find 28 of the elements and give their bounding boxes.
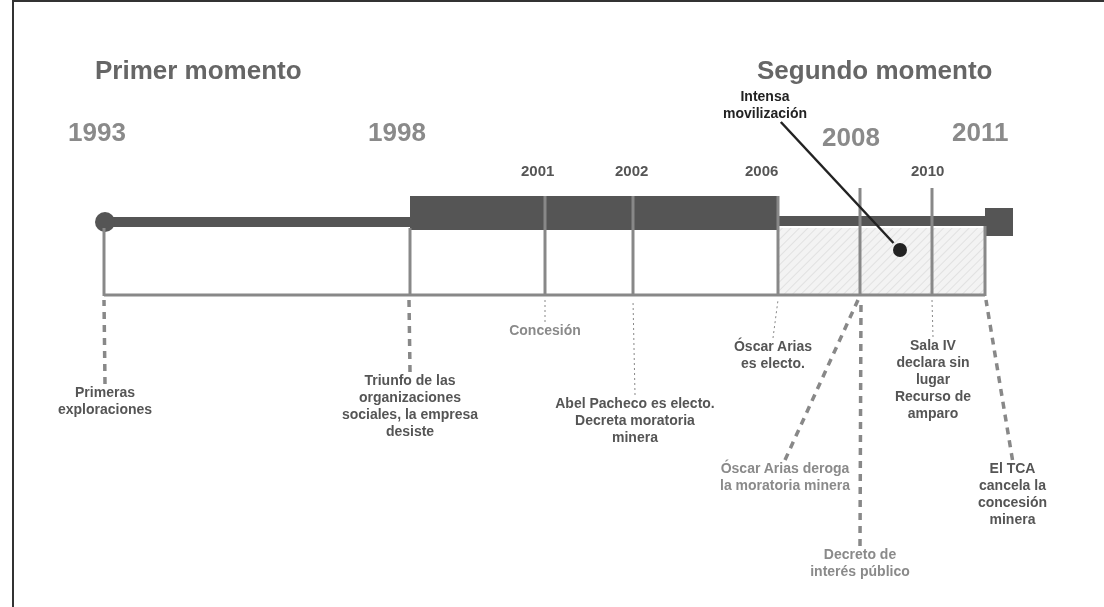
year-label: 2006	[745, 162, 779, 179]
leader-line	[931, 299, 934, 338]
leader-line	[772, 299, 779, 339]
event-text: Primeras exploraciones	[50, 384, 160, 418]
event-text: Abel Pacheco es electo. Decreta moratoria minera	[555, 395, 715, 446]
event-text: El TCA cancela la concesión minera	[965, 460, 1060, 528]
leader-line	[407, 299, 412, 373]
event-text: Concesión	[490, 322, 600, 339]
event-text: Decreto de interés público	[800, 546, 920, 580]
leader-line	[544, 299, 546, 323]
year-label: 2001	[521, 162, 555, 179]
year-label: 2011	[952, 117, 1009, 148]
leader-line	[779, 121, 895, 244]
leader-line	[984, 299, 1015, 461]
event-text: Sala IV declara sin lugar Recurso de amparo	[893, 337, 973, 422]
leader-line	[783, 299, 860, 461]
year-label: 1998	[368, 117, 426, 148]
period-heading: Segundo momento	[757, 55, 993, 86]
year-label: 2010	[911, 162, 945, 179]
year-label: 2002	[615, 162, 649, 179]
period-heading: Primer momento	[95, 55, 302, 86]
year-label: 2008	[822, 122, 880, 153]
event-text: Triunfo de las organizaciones sociales, la empresa desiste	[330, 372, 490, 440]
event-text: Intensa movilización	[705, 88, 825, 122]
event-text: Óscar Arias es electo.	[733, 338, 813, 372]
year-label: 1993	[68, 117, 126, 148]
event-text: Óscar Arias deroga la moratoria minera	[715, 460, 855, 494]
leader-line	[102, 300, 107, 384]
